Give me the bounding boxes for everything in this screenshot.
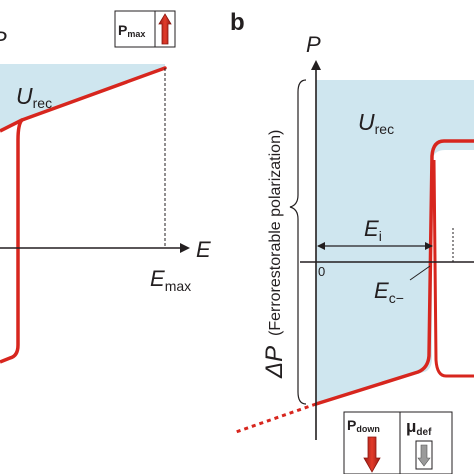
mudef-label: μdef (406, 417, 432, 438)
panel-b-origin-label: 0 (318, 264, 325, 279)
panel-b: b P Urec Ei 0 Ec− (230, 9, 474, 474)
panel-a-emax-label: Emax (150, 266, 191, 294)
panel-b-letter: b (230, 9, 245, 36)
panel-a-x-axis-label: E (196, 237, 211, 262)
panel-a-axis-label-partial: P (0, 27, 7, 52)
pdown-box: Pdown (343, 411, 401, 474)
panel-b-loop-extension-dotted (235, 402, 317, 434)
panel-a-urec-label: Urec (16, 83, 52, 111)
panel-a-upper-branch (20, 66, 167, 122)
delta-p-label-group: ΔP (Ferrorestorable polarization) (261, 130, 288, 379)
mudef-down-arrow-icon (417, 444, 431, 467)
ec-leader-line (409, 265, 431, 281)
pmax-box: Pmax (114, 10, 176, 48)
delta-p-brace (289, 79, 307, 405)
panel-b-hysteresis-loop-descending (432, 159, 474, 378)
pmax-label: Pmax (118, 22, 145, 39)
pdown-down-arrow-icon (363, 436, 381, 473)
delta-p-label: ΔP (261, 346, 288, 379)
panel-b-urec-area (316, 80, 474, 405)
panel-b-urec-label: Urec (358, 109, 394, 137)
delta-p-note: (Ferrorestorable polarization) (267, 130, 284, 336)
panel-a-hysteresis-loop (0, 118, 24, 364)
panel-b-ec-label: Ec− (374, 278, 404, 306)
mudef-box: μdef (399, 411, 453, 474)
panel-b-y-axis-label: P (306, 32, 321, 57)
panel-b-ei-label: Ei (364, 216, 382, 244)
panel-b-hysteresis-loop (315, 139, 474, 406)
pdown-label: Pdown (347, 417, 380, 434)
panel-a: P Urec E Emax Pmax (0, 10, 211, 364)
pmax-up-arrow-icon (158, 13, 172, 45)
